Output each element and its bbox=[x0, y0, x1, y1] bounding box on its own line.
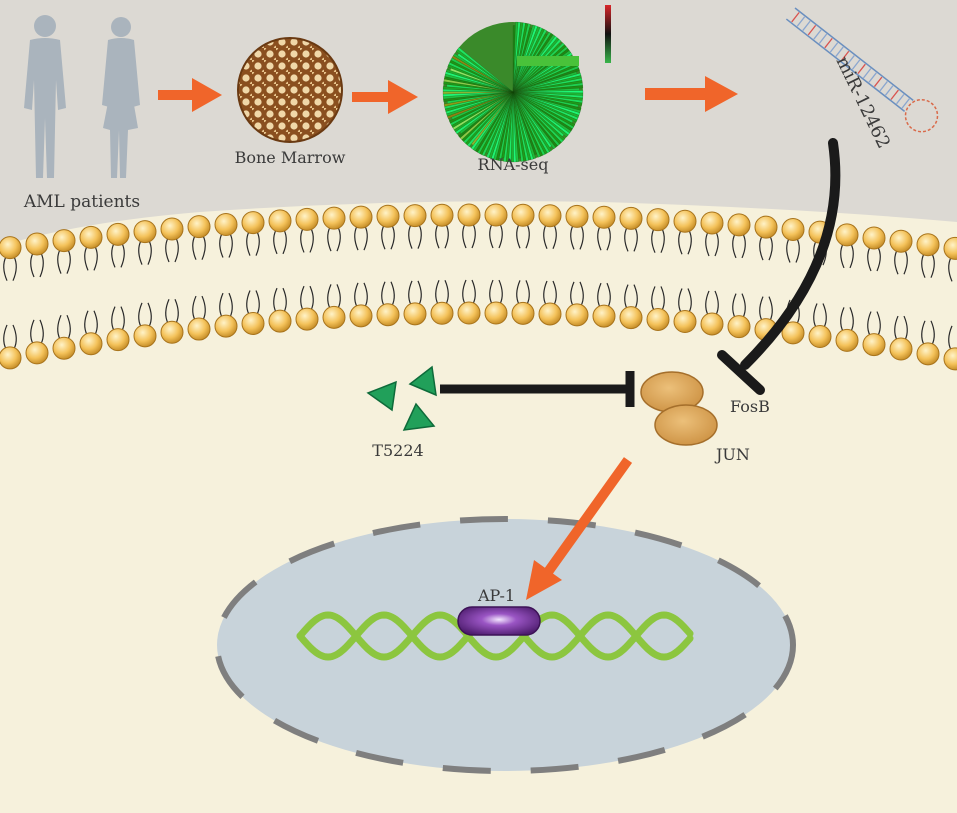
lipid-head bbox=[727, 213, 751, 237]
lipid-head bbox=[160, 217, 184, 241]
lipid-head bbox=[835, 223, 859, 247]
lipid-head bbox=[538, 204, 562, 228]
lipid-head bbox=[349, 205, 373, 229]
lipid-head bbox=[241, 211, 265, 235]
arrow-to-nucleus-shaft bbox=[543, 457, 633, 575]
lipid-head bbox=[403, 302, 427, 326]
lipid-head bbox=[268, 309, 292, 333]
lipid-head bbox=[295, 207, 319, 231]
lipid-head bbox=[349, 304, 373, 328]
nucleus bbox=[214, 516, 796, 774]
ap1-complex bbox=[457, 606, 541, 636]
lipid-head bbox=[646, 208, 670, 232]
circular-heatmap-icon bbox=[442, 21, 584, 163]
lipid-head bbox=[862, 226, 886, 250]
lipid-head bbox=[565, 303, 589, 327]
lipid-head bbox=[52, 336, 76, 360]
marrow-label: Bone Marrow bbox=[235, 148, 346, 167]
lipid-head bbox=[511, 301, 535, 325]
heatmap-scale-bar bbox=[605, 5, 611, 63]
lipid-head bbox=[430, 301, 454, 325]
lipid-head bbox=[916, 233, 940, 257]
hairpin-rna-icon bbox=[785, 7, 939, 133]
arrow-to-marrow bbox=[158, 78, 222, 112]
lipid-head bbox=[943, 347, 957, 371]
lipid-head bbox=[133, 220, 157, 244]
jun-protein bbox=[654, 404, 718, 446]
lipid-head bbox=[511, 203, 535, 227]
lipid-head bbox=[376, 204, 400, 228]
lipid-head bbox=[781, 217, 805, 241]
bone-marrow-icon bbox=[237, 37, 343, 143]
lipid-head bbox=[592, 304, 616, 328]
mirna-inhibition-line bbox=[740, 138, 841, 370]
lipid-head bbox=[160, 320, 184, 344]
lipid-head bbox=[25, 232, 49, 256]
lipid-head bbox=[25, 341, 49, 365]
lipid-head bbox=[376, 303, 400, 327]
arrow-to-mirna bbox=[645, 76, 738, 112]
lipid-head bbox=[727, 315, 751, 339]
lipid-head bbox=[214, 314, 238, 338]
lipid-head bbox=[916, 342, 940, 366]
lipid-head bbox=[187, 215, 211, 239]
lipid-head bbox=[484, 203, 508, 227]
lipid-head bbox=[862, 333, 886, 357]
lipid-head bbox=[0, 236, 22, 260]
cell-membrane-outer bbox=[0, 203, 957, 282]
cell-membrane-inner bbox=[0, 279, 957, 371]
lipid-head bbox=[403, 204, 427, 228]
lipid-head bbox=[619, 306, 643, 330]
lipid-head bbox=[295, 307, 319, 331]
lipid-head bbox=[268, 209, 292, 233]
lipid-head bbox=[133, 324, 157, 348]
lipid-head bbox=[52, 229, 76, 253]
lipid-head bbox=[700, 312, 724, 336]
lipid-head bbox=[0, 346, 22, 370]
lipid-head bbox=[457, 301, 481, 325]
lipid-head bbox=[106, 222, 130, 246]
arrow-to-rnaseq bbox=[352, 80, 418, 114]
lipid-head bbox=[700, 211, 724, 235]
lipid-head bbox=[808, 325, 832, 349]
arrow-to-nucleus-head bbox=[526, 560, 562, 600]
lipid-head bbox=[322, 206, 346, 230]
lipid-head bbox=[565, 204, 589, 228]
lipid-head bbox=[484, 301, 508, 325]
lipid-head bbox=[673, 209, 697, 233]
lipid-head bbox=[241, 311, 265, 335]
lipid-head bbox=[430, 203, 454, 227]
lipid-head bbox=[889, 229, 913, 253]
lipid-head bbox=[592, 205, 616, 229]
lipid-head bbox=[754, 215, 778, 239]
patients-label: AML patients bbox=[23, 192, 140, 212]
fosb-label: FosB bbox=[730, 397, 770, 416]
lipid-head bbox=[457, 203, 481, 227]
lipid-head bbox=[673, 310, 697, 334]
lipid-head bbox=[943, 236, 957, 260]
lipid-head bbox=[214, 213, 238, 237]
lipid-head bbox=[79, 332, 103, 356]
rnaseq-label: RNA-seq bbox=[478, 155, 549, 174]
inhibitor-label: T5224 bbox=[372, 441, 423, 460]
ap1-label: AP-1 bbox=[477, 586, 515, 605]
jun-label: JUN bbox=[714, 445, 750, 464]
lipid-head bbox=[835, 328, 859, 352]
human-silhouettes-icon bbox=[24, 15, 140, 178]
lipid-head bbox=[187, 317, 211, 341]
lipid-head bbox=[538, 302, 562, 326]
lipid-head bbox=[106, 328, 130, 352]
lipid-head bbox=[646, 307, 670, 331]
lipid-head bbox=[619, 206, 643, 230]
small-molecule-triangles-icon bbox=[366, 365, 437, 431]
mirna-inhibition-bar bbox=[717, 350, 765, 395]
lipid-head bbox=[322, 305, 346, 329]
lipid-head bbox=[889, 337, 913, 361]
lipid-head bbox=[781, 321, 805, 345]
lipid-head bbox=[79, 225, 103, 249]
